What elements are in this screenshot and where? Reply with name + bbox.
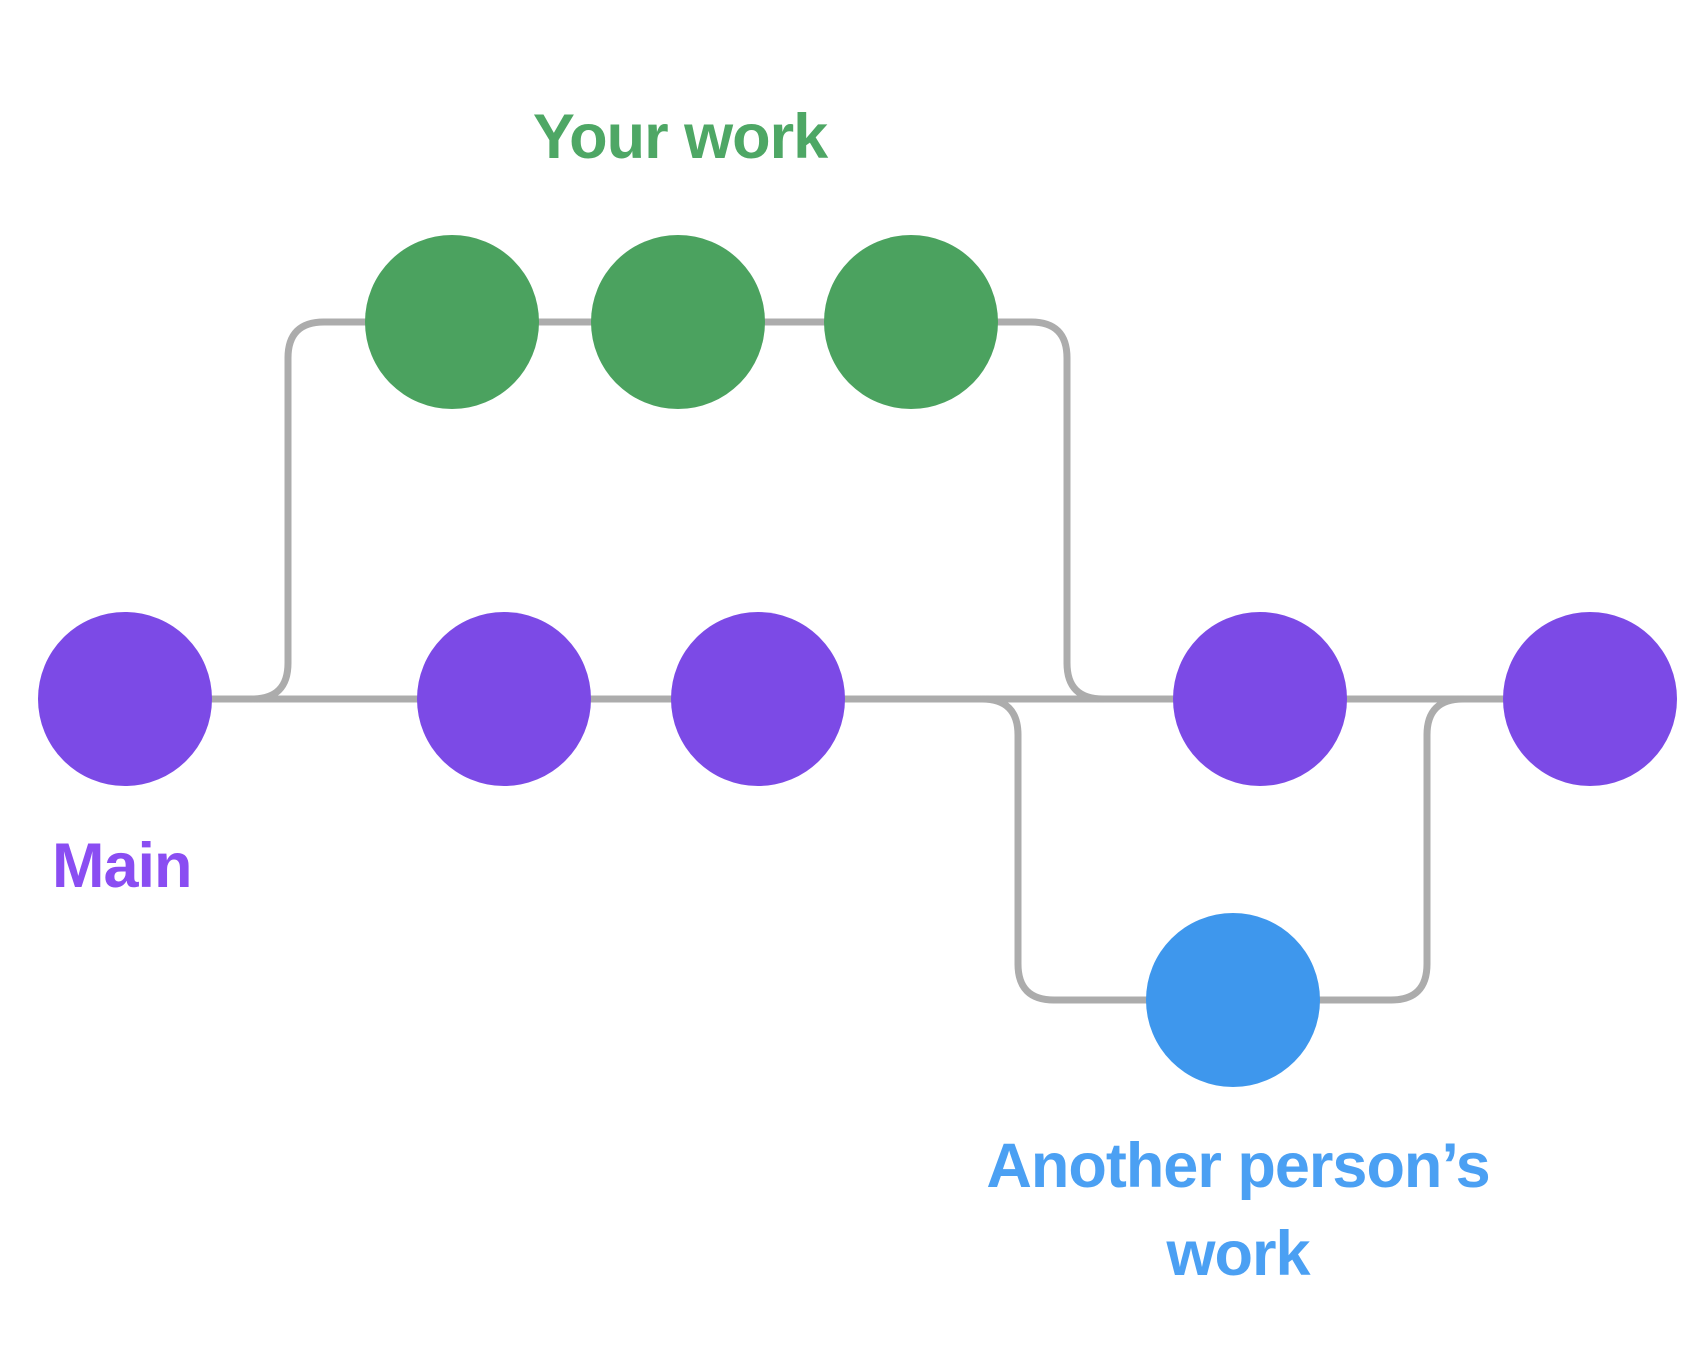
another-person-label: Another person’s work xyxy=(986,1131,1490,1289)
main-label: Main xyxy=(52,831,193,901)
commit-node-your-work-2 xyxy=(591,235,765,409)
commit-node-your-work-1 xyxy=(365,235,539,409)
commit-node-main-5 xyxy=(1503,612,1677,786)
another-person-label-line2: work xyxy=(1166,1219,1310,1289)
commit-node-main-1 xyxy=(38,612,212,786)
commit-node-your-work-3 xyxy=(824,235,998,409)
commit-node-another-person-1 xyxy=(1146,913,1320,1087)
commit-node-main-2 xyxy=(417,612,591,786)
commit-node-main-3 xyxy=(671,612,845,786)
another-person-label-line1: Another person’s xyxy=(986,1131,1490,1201)
your-work-label: Your work xyxy=(532,102,828,172)
commit-node-main-4 xyxy=(1173,612,1347,786)
